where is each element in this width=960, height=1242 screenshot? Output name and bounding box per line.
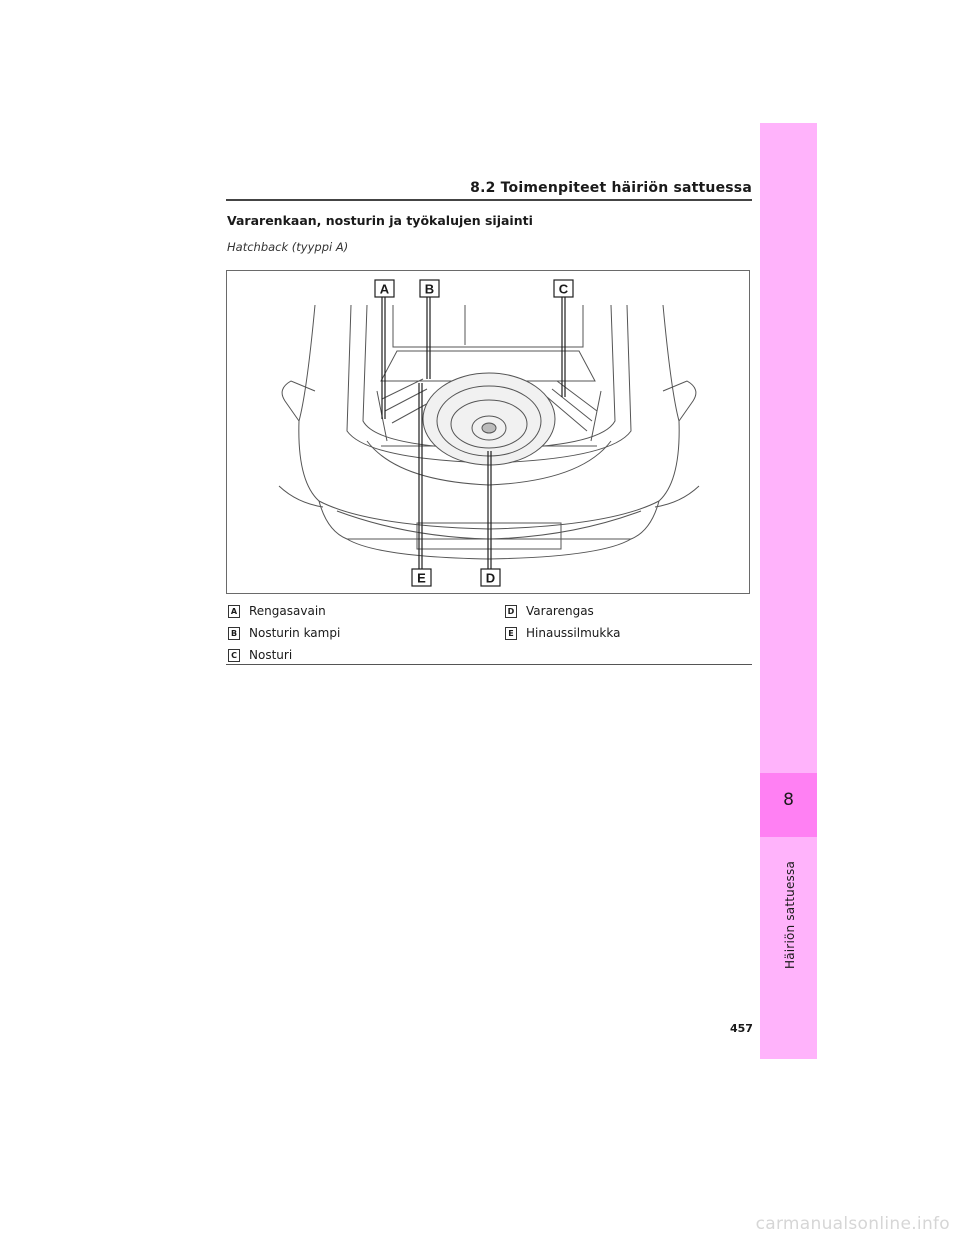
legend-label-d: Vararengas <box>526 604 594 618</box>
legend-label-b: Nosturin kampi <box>249 626 341 640</box>
legend-key-c: C <box>228 648 240 662</box>
legend-key-b: B <box>228 626 240 640</box>
callout-e: E <box>417 571 426 586</box>
callout-b: B <box>425 282 434 297</box>
chapter-side-tab <box>760 123 817 1059</box>
watermark: carmanualsonline.info <box>755 1214 950 1234</box>
legend-item-c: C Nosturi <box>228 648 292 662</box>
header-divider <box>226 199 752 201</box>
callout-c: C <box>559 282 569 297</box>
legend-label-c: Nosturi <box>249 648 293 662</box>
callout-d: D <box>486 571 495 586</box>
car-rear-drawing: A B C E D <box>278 279 700 587</box>
legend-item-d: D Vararengas <box>505 604 594 618</box>
legend-key-d: D <box>505 604 517 618</box>
page-number: 457 <box>730 1022 753 1035</box>
callout-a: A <box>380 282 390 297</box>
trunk-illustration: A B C E D <box>226 270 750 594</box>
legend-item-a: A Rengasavain <box>228 604 326 618</box>
section-header: 8.2 Toimenpiteet häiriön sattuessa <box>470 180 752 196</box>
legend-key-e: E <box>505 626 517 640</box>
page-heading: Vararenkaan, nosturin ja työkalujen sija… <box>227 213 533 228</box>
legend-item-b: B Nosturin kampi <box>228 626 340 640</box>
legend-key-a: A <box>228 604 240 618</box>
content-divider <box>226 664 752 665</box>
chapter-number-tab <box>760 773 817 837</box>
legend-item-e: E Hinaussilmukka <box>505 626 620 640</box>
legend-label-a: Rengasavain <box>249 604 326 618</box>
chapter-number: 8 <box>783 790 794 810</box>
page-subheading: Hatchback (tyyppi A) <box>227 240 349 254</box>
chapter-title: Häiriön sattuessa <box>783 861 797 970</box>
legend-label-e: Hinaussilmukka <box>526 626 621 640</box>
